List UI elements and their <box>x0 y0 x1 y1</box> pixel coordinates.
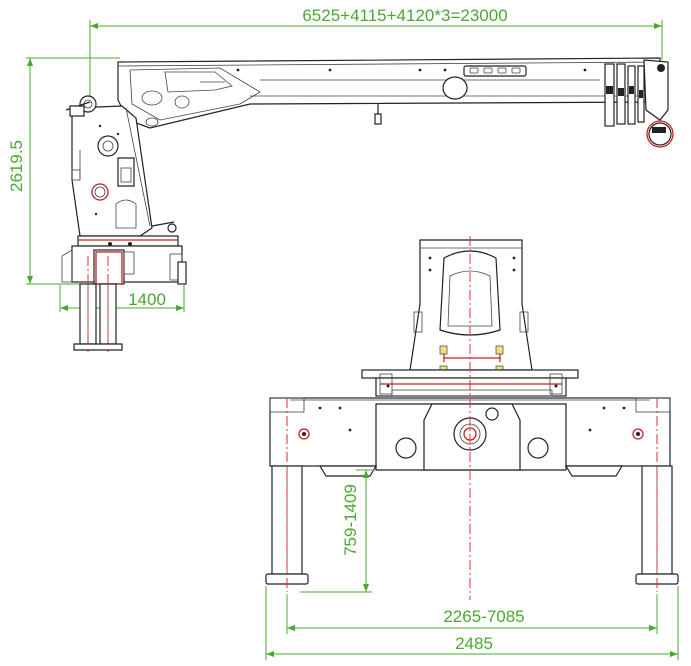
outrigger-span-label: 2265-7085 <box>443 607 524 626</box>
crane-height-label: 2619.5 <box>7 140 26 192</box>
boom-tip <box>604 59 674 148</box>
front-view-slew-plate <box>361 369 579 397</box>
boom-length-dimension: 6525+4115+4120*3=23000 <box>89 6 663 100</box>
front-view-tower <box>409 239 533 374</box>
front-view-right-leg <box>635 398 679 592</box>
overall-width-dimension: 2485 <box>265 586 679 660</box>
boom-length-label: 6525+4115+4120*3=23000 <box>302 6 507 25</box>
base-width-label: 1400 <box>128 290 166 309</box>
side-view-base <box>61 235 187 352</box>
overall-width-label: 2485 <box>455 634 493 653</box>
outrigger-span-dimension: 2265-7085 <box>286 594 658 634</box>
crane-column <box>65 95 177 237</box>
leg-stroke-dimension: 759-1409 <box>300 469 372 593</box>
front-view-outrigger-beam <box>269 397 671 477</box>
base-width-dimension: 1400 <box>59 285 185 312</box>
boom-side-view <box>117 57 674 148</box>
crane-height-dimension: 2619.5 <box>7 57 120 285</box>
front-view-left-leg <box>265 398 309 592</box>
leg-stroke-label: 759-1409 <box>341 484 360 556</box>
